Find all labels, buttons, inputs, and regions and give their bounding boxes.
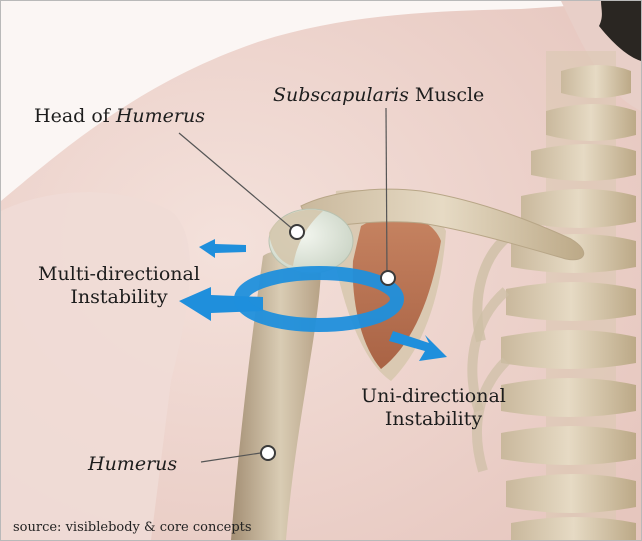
label-uni-line1: Uni-directional: [351, 385, 516, 408]
label-head-prefix: Head of: [34, 105, 116, 127]
label-uni-directional-instability: Uni-directional Instability: [351, 385, 516, 431]
label-head-of-humerus: Head of Humerus: [34, 105, 205, 128]
label-uni-line2: Instability: [351, 408, 516, 431]
humerus-marker: [261, 446, 275, 460]
label-multi-directional-instability: Multi-directional Instability: [34, 263, 204, 309]
label-muscle-suffix: Muscle: [409, 84, 484, 106]
label-subscapularis-muscle: Subscapularis Muscle: [273, 84, 484, 107]
label-head-italic: Humerus: [116, 105, 205, 127]
label-multi-line2: Instability: [34, 286, 204, 309]
label-multi-line1: Multi-directional: [34, 263, 204, 286]
subscapularis-marker: [381, 271, 395, 285]
label-humerus: Humerus: [88, 453, 177, 476]
head-marker: [290, 225, 304, 239]
source-credit: source: visiblebody & core concepts: [13, 520, 252, 536]
label-subscapularis-italic: Subscapularis: [273, 84, 409, 106]
